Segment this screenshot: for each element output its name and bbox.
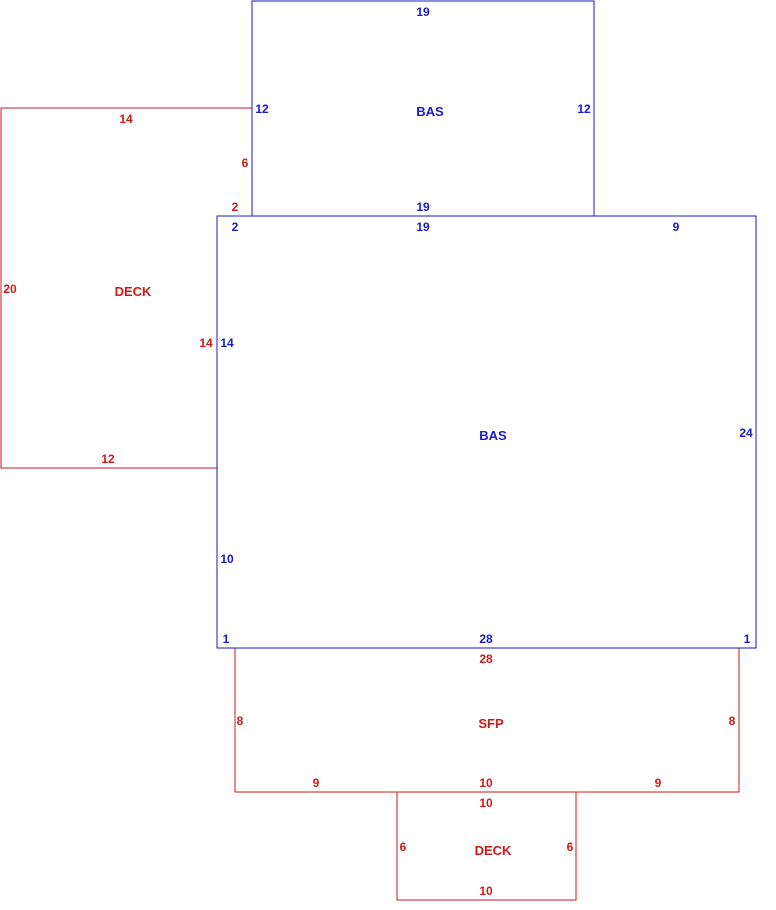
upper-bas-bottom-dim: 19 xyxy=(416,200,430,214)
upper-bas-left-dim: 12 xyxy=(255,102,269,116)
left-deck-right-jog-dim: 2 xyxy=(232,200,239,214)
sfp-right-dim: 8 xyxy=(729,714,736,728)
main-bas-left-lower-dim: 10 xyxy=(220,552,234,566)
bottom-deck-top-dim: 10 xyxy=(479,796,493,810)
sfp-top-dim: 28 xyxy=(479,652,493,666)
main-bas-bottom-dim: 28 xyxy=(479,632,493,646)
main-bas-right-dim: 24 xyxy=(739,426,753,440)
main-bas-left-upper-dim: 14 xyxy=(220,336,234,350)
left-deck-right-upper-dim: 6 xyxy=(242,156,249,170)
main-bas-top-dim: 19 xyxy=(416,220,430,234)
main-bas-outline xyxy=(216,215,757,649)
sfp-left-dim: 8 xyxy=(237,714,244,728)
bottom-deck-bottom-dim: 10 xyxy=(479,884,493,898)
bottom-deck-outline xyxy=(396,792,577,901)
left-deck-label: DECK xyxy=(115,284,152,299)
sfp-label: SFP xyxy=(478,716,504,731)
left-deck-bottom-dim: 12 xyxy=(101,452,115,466)
upper-bas-label: BAS xyxy=(416,104,444,119)
left-deck-top-dim: 14 xyxy=(119,112,133,126)
left-deck-left-dim: 20 xyxy=(3,282,17,296)
main-bas-bottom-left-dim: 1 xyxy=(223,632,230,646)
upper-bas-right-dim: 12 xyxy=(577,102,591,116)
upper-bas-top-dim: 19 xyxy=(416,5,430,19)
main-bas-bottom-right-dim: 1 xyxy=(744,632,751,646)
bottom-deck-left-dim: 6 xyxy=(400,840,407,854)
sfp-bottom-right-dim: 9 xyxy=(655,776,662,790)
bottom-deck-label: DECK xyxy=(475,843,512,858)
left-deck-outline xyxy=(0,107,252,469)
sfp-outline xyxy=(234,648,740,793)
main-bas-top-right-dim: 9 xyxy=(673,220,680,234)
main-bas-top-left-jog-dim: 2 xyxy=(232,220,239,234)
left-deck-right-lower-dim: 14 xyxy=(199,336,213,350)
main-bas-label: BAS xyxy=(479,428,507,443)
sfp-bottom-center-dim: 10 xyxy=(479,776,493,790)
bottom-deck-right-dim: 6 xyxy=(567,840,574,854)
sfp-bottom-left-dim: 9 xyxy=(313,776,320,790)
